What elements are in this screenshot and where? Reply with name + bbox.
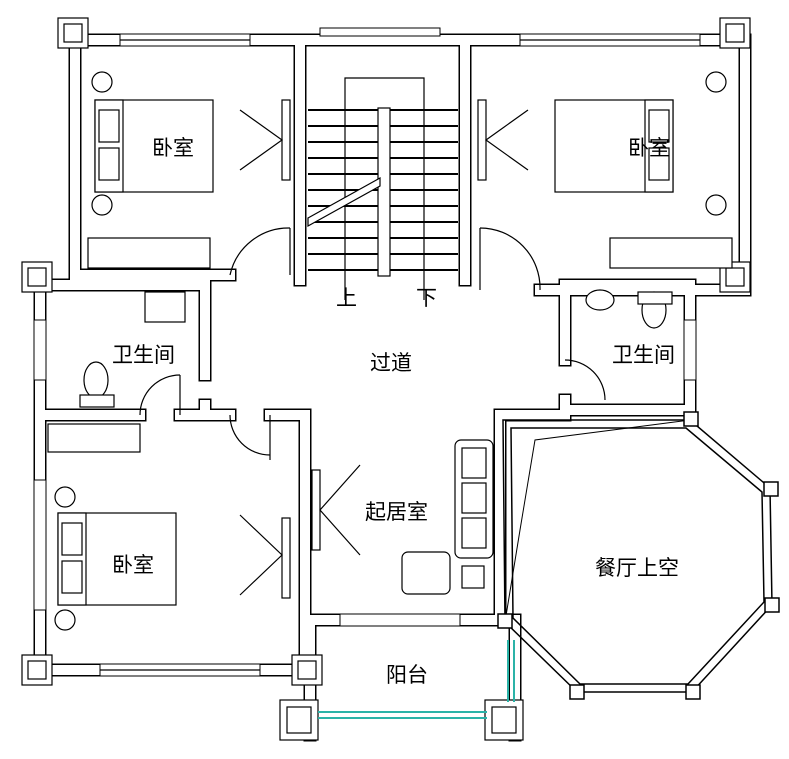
label-stairs-down: 下 bbox=[416, 286, 437, 310]
label-corridor: 过道 bbox=[370, 351, 412, 375]
label-bathroom-right: 卫生间 bbox=[612, 343, 675, 367]
staircase bbox=[307, 77, 458, 300]
label-balcony: 阳台 bbox=[386, 663, 428, 687]
label-living-room: 起居室 bbox=[365, 500, 428, 524]
furniture bbox=[47, 71, 733, 631]
balcony-rail bbox=[318, 640, 515, 719]
label-stairs-up: 上 bbox=[336, 286, 357, 310]
label-bathroom-left: 卫生间 bbox=[112, 343, 175, 367]
label-bedroom-bottom-left: 卧室 bbox=[112, 553, 154, 577]
label-bedroom-top-right: 卧室 bbox=[628, 136, 670, 160]
label-bedroom-top-left: 卧室 bbox=[152, 136, 194, 160]
doors bbox=[139, 99, 606, 599]
label-dining-void: 餐厅上空 bbox=[595, 556, 679, 580]
windows bbox=[33, 27, 701, 677]
dining-void-walls bbox=[497, 411, 780, 700]
corner-columns bbox=[21, 17, 751, 741]
